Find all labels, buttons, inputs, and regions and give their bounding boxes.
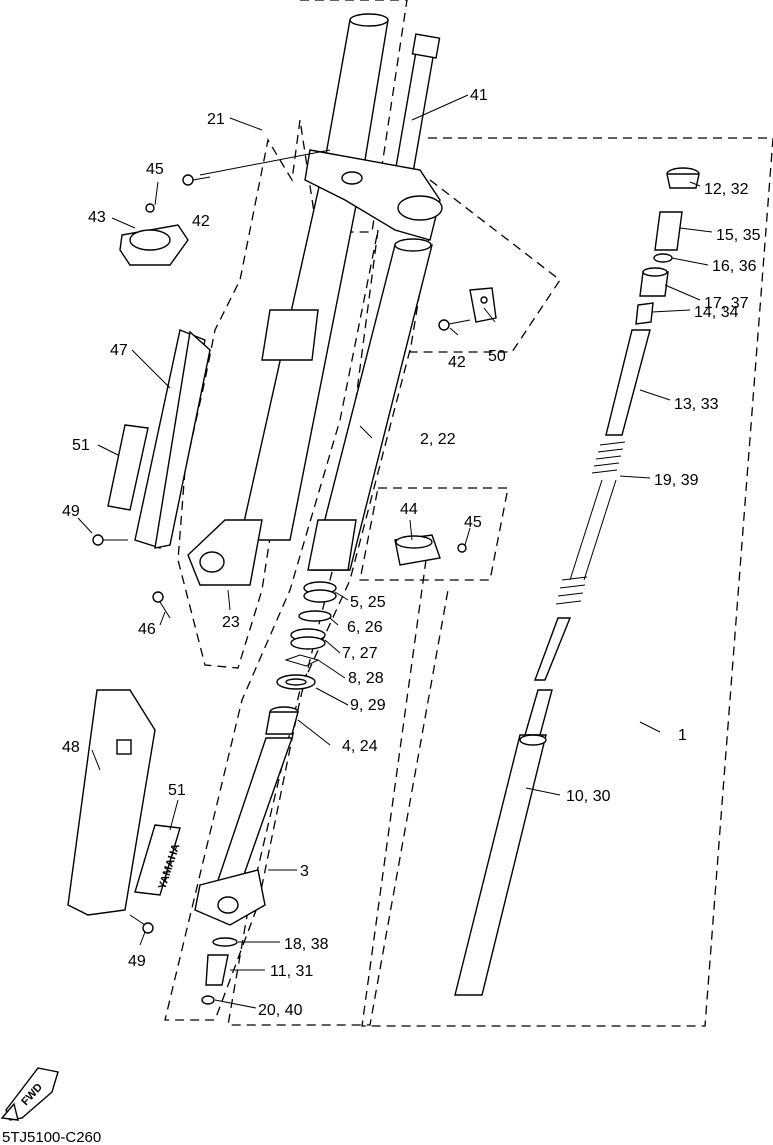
bolt-46 <box>152 591 171 619</box>
callout-51-lower: 51 <box>168 782 186 799</box>
callout-14-34: 14, 34 <box>694 304 739 321</box>
bushing-5 <box>303 581 337 603</box>
spacer-13 <box>605 329 651 436</box>
callout-11-31: 11, 31 <box>270 963 313 980</box>
callout-47: 47 <box>110 342 128 359</box>
group-boundary-inner-assembly <box>361 137 773 1027</box>
group-boundary-bracket-detail <box>409 179 561 353</box>
diagram-code: 5TJ5100-C260 <box>2 1129 101 1145</box>
callout-42-upper: 42 <box>192 213 210 230</box>
callout-7-27: 7, 27 <box>342 645 378 662</box>
collar-17 <box>639 267 669 297</box>
steering-stem <box>391 33 441 191</box>
cap-bolt-12 <box>666 167 700 189</box>
callout-49-upper: 49 <box>62 503 80 520</box>
callout-10-30: 10, 30 <box>566 788 611 805</box>
callout-5-25: 5, 25 <box>350 594 386 611</box>
callout-45-lower: 45 <box>464 514 482 531</box>
callout-20-40: 20, 40 <box>258 1002 303 1019</box>
callout-17-37: 17, 37 <box>704 295 749 312</box>
bolt-49-lower <box>129 914 154 934</box>
spring-seat-15 <box>654 211 683 251</box>
fork-guard-47 <box>134 329 211 549</box>
callout-21: 21 <box>207 111 225 128</box>
upper-bracket <box>304 149 443 241</box>
bolt-42-upper <box>182 174 211 186</box>
washer-6 <box>298 610 332 622</box>
group-boundary-clamp-detail <box>359 487 509 581</box>
washer-16 <box>653 253 673 263</box>
decal-51-lower: YAMAHA <box>134 824 182 896</box>
cable-guide-bracket <box>469 287 497 323</box>
fwd-arrow-icon <box>0 1067 59 1121</box>
bolt-42-lower <box>438 319 471 331</box>
bolt-49-upper <box>92 534 128 546</box>
damper-rod-10 <box>454 617 572 996</box>
outer-tube-lower <box>194 706 299 926</box>
callout-44: 44 <box>400 501 418 518</box>
group-boundary-inner-parts <box>227 349 449 1026</box>
leader-lines <box>77 94 713 1009</box>
callout-51-upper: 51 <box>72 437 90 454</box>
nut-14 <box>635 302 654 325</box>
callout-48: 48 <box>62 739 80 756</box>
callout-16-36: 16, 36 <box>712 258 757 275</box>
callout-9-29: 9, 29 <box>350 697 386 714</box>
dust-seal-9 <box>276 674 316 690</box>
callout-43: 43 <box>88 209 106 226</box>
callout-15-35: 15, 35 <box>716 227 761 244</box>
spring-19 <box>555 441 626 605</box>
seal-7 <box>290 628 326 650</box>
drain-bolt-20 <box>201 995 215 1005</box>
o-ring-18 <box>212 937 238 947</box>
outer-tube-upper <box>187 13 389 586</box>
callout-13-33: 13, 33 <box>674 396 719 413</box>
base-valve-11 <box>205 954 229 986</box>
callout-45-upper: 45 <box>146 161 164 178</box>
inner-tube <box>307 238 433 571</box>
callout-8-28: 8, 28 <box>348 670 384 687</box>
callout-19-39: 19, 39 <box>654 472 699 489</box>
callout-46: 46 <box>138 621 156 638</box>
callout-12-32: 12, 32 <box>704 181 749 198</box>
group-boundary-fork-cartridge <box>164 229 379 1021</box>
callout-4-24: 4, 24 <box>342 738 378 755</box>
callout-6-26: 6, 26 <box>347 619 383 636</box>
callout-18-38: 18, 38 <box>284 936 329 953</box>
clamp-44 <box>394 534 467 566</box>
callout-2-22: 2, 22 <box>420 431 456 448</box>
clamp-43 <box>119 203 189 266</box>
callout-23: 23 <box>222 614 240 631</box>
clip-8 <box>284 654 320 667</box>
callout-50: 50 <box>488 348 506 365</box>
callout-42-lower: 42 <box>448 354 466 371</box>
callout-1: 1 <box>678 727 687 744</box>
callout-41: 41 <box>470 87 488 104</box>
callout-3: 3 <box>300 863 309 880</box>
callout-49-lower: 49 <box>128 953 146 970</box>
fork-guard-48 <box>67 689 156 916</box>
decal-51-upper <box>107 424 149 511</box>
